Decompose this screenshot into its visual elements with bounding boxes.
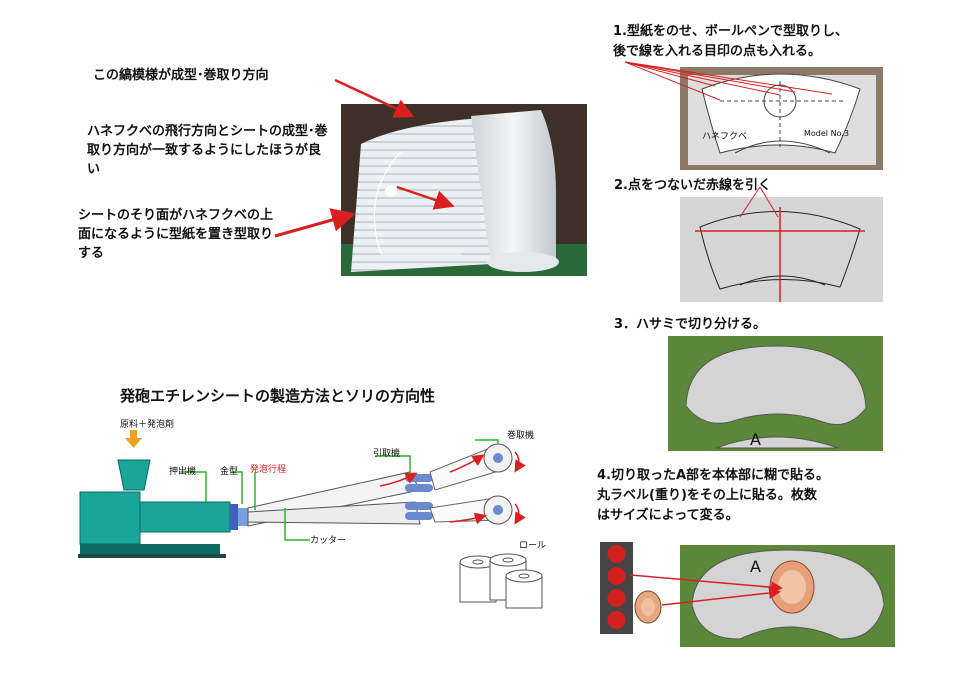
- label-winder: 巻取機: [507, 431, 535, 441]
- callout-template: シートのそり面がハネフクベの上面になるように型紙を置き型取りする: [78, 208, 274, 261]
- label-roll: ロール: [519, 541, 547, 551]
- material-arrow: [125, 430, 142, 448]
- step4-arrows: [629, 574, 783, 606]
- arrow-direction: [396, 185, 455, 210]
- step1-photo: ハネフクベ Model No.3: [680, 67, 883, 170]
- label-extruder: 押出機: [169, 467, 197, 477]
- label-foaming: 発泡行程: [250, 465, 287, 475]
- step3-piece-label: A: [750, 430, 761, 449]
- step1-arrows: [624, 61, 833, 101]
- step4-line1: 4.切り取ったA部を本体部に糊で貼る。: [597, 468, 830, 483]
- step1-line2: 後で線を入れる目印の点も入れる。: [613, 44, 822, 59]
- label-die: 金型: [220, 467, 239, 477]
- manufacturing-diagram: [78, 430, 543, 609]
- step1-photo-label: ハネフクベ: [702, 132, 748, 142]
- step4-line2: 丸ラベル(重り)をその上に貼る。枚数: [597, 488, 817, 503]
- left-arrows: [274, 78, 455, 238]
- arrow-template: [274, 208, 356, 238]
- step2-text: 2.点をつないだ赤線を引く: [614, 178, 771, 193]
- callout-stripe: この縞模様が成型･巻取り方向: [93, 68, 269, 83]
- callout-direction: ハネフクベの飛行方向とシートの成型･巻取り方向が一致するようにしたほうが良い: [87, 124, 328, 177]
- step3-photo: A: [668, 336, 883, 451]
- step1-model-label: Model No.3: [804, 129, 849, 138]
- label-puller: 引取機: [373, 449, 401, 459]
- label-material: 原料＋発泡剤: [120, 420, 175, 430]
- step2-arrows: [739, 186, 779, 218]
- weight-label-single: [634, 590, 662, 624]
- foam-roll-photo: [341, 104, 587, 276]
- step1-line1: 1.型紙をのせ、ボールペンで型取りし、: [613, 24, 848, 39]
- step2-photo: [680, 197, 883, 302]
- step4-photo: A: [680, 545, 895, 647]
- step4-piece-label: A: [750, 557, 761, 576]
- arrow-stripe: [334, 78, 415, 118]
- step4-line3: はサイズによって変る。: [597, 508, 739, 523]
- step3-text: 3．ハサミで切り分ける。: [614, 317, 767, 332]
- label-cutter: カッター: [310, 536, 347, 546]
- weight-label-sheet: [600, 542, 633, 634]
- diagram-title: 発砲エチレンシートの製造方法とソリの方向性: [120, 387, 436, 405]
